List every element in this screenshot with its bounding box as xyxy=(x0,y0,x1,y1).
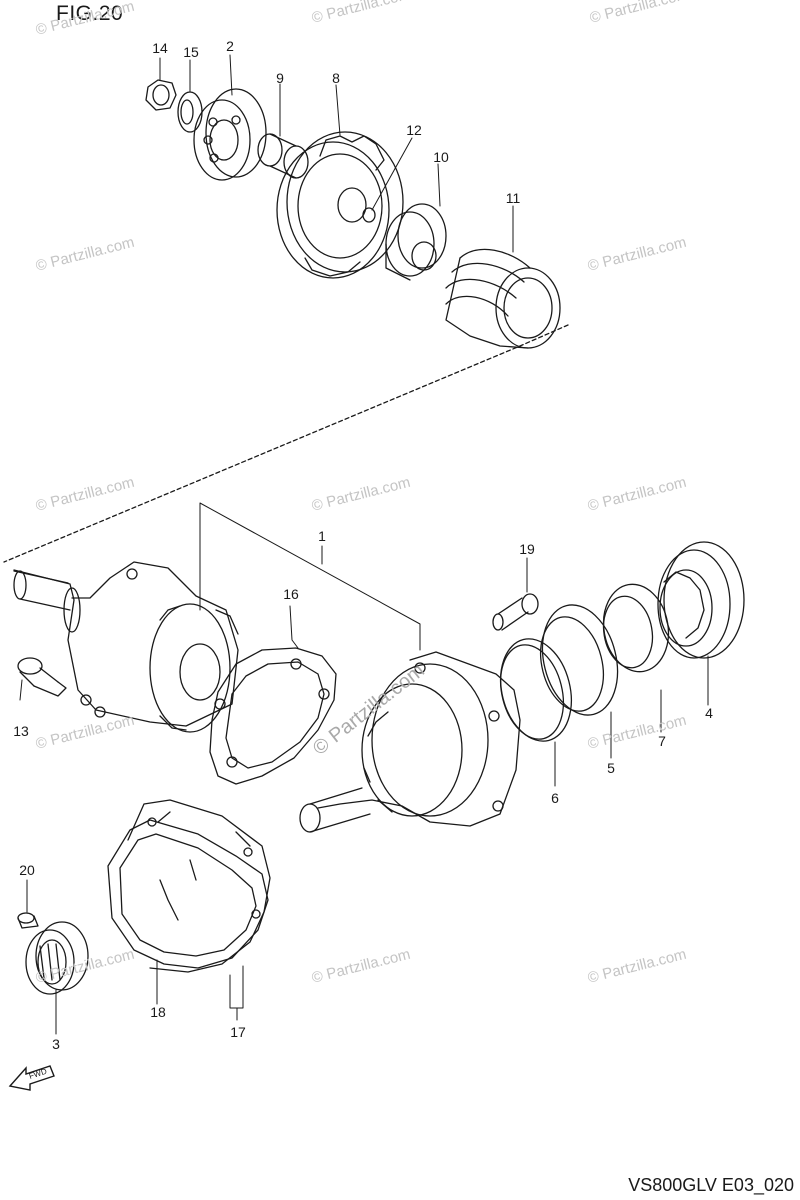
part-10-damper-retainer xyxy=(385,203,447,281)
part-3-needle-bearing xyxy=(25,921,89,995)
callout-17: 17 xyxy=(230,1024,246,1040)
callout-19: 19 xyxy=(519,541,535,557)
part-13-bolt xyxy=(17,657,67,697)
divider-dashed-line xyxy=(3,324,569,563)
part-20-pin xyxy=(17,912,39,929)
part-5-shim xyxy=(540,604,619,716)
callout-5: 5 xyxy=(607,760,615,776)
callout-14: 14 xyxy=(152,40,168,56)
callout-8: 8 xyxy=(332,70,340,86)
callout-16: 16 xyxy=(283,586,299,602)
callout-1: 1 xyxy=(318,528,326,544)
callout-15: 15 xyxy=(183,44,199,60)
figure-code: VS800GLV E03_020 xyxy=(628,1175,794,1195)
callout-18: 18 xyxy=(150,1004,166,1020)
fwd-arrow-icon: FWD xyxy=(8,1065,55,1091)
callout-7: 7 xyxy=(658,733,666,749)
part-1-gear-case-left xyxy=(13,561,239,733)
callout-6: 6 xyxy=(551,790,559,806)
part-19-bolt xyxy=(492,593,539,631)
part-9-spacer xyxy=(257,133,309,179)
callout-3: 3 xyxy=(52,1036,60,1052)
leader-lines xyxy=(19,54,709,1035)
callout-20: 20 xyxy=(19,862,35,878)
callout-4: 4 xyxy=(705,705,713,721)
part-4-stopper-ring xyxy=(657,541,745,659)
part-11-damper-spring xyxy=(445,248,561,349)
callout-9: 9 xyxy=(276,70,284,86)
callout-11: 11 xyxy=(505,190,521,206)
part-16-gasket xyxy=(209,647,337,785)
part-15-washer xyxy=(177,91,203,133)
part-2-bearing xyxy=(193,88,267,181)
part-6-o-ring xyxy=(500,638,572,742)
part-17-shim xyxy=(127,799,271,973)
figure-title: FIG.20 xyxy=(56,2,124,25)
part-14-nut xyxy=(145,79,177,111)
callout-10: 10 xyxy=(433,149,449,165)
part-1-gear-case-right xyxy=(299,651,521,833)
callout-13: 13 xyxy=(13,723,29,739)
callout-2: 2 xyxy=(226,38,234,54)
part-8-driven-gear xyxy=(276,131,404,279)
part-12-pin xyxy=(362,207,376,223)
callout-12: 12 xyxy=(406,122,422,138)
